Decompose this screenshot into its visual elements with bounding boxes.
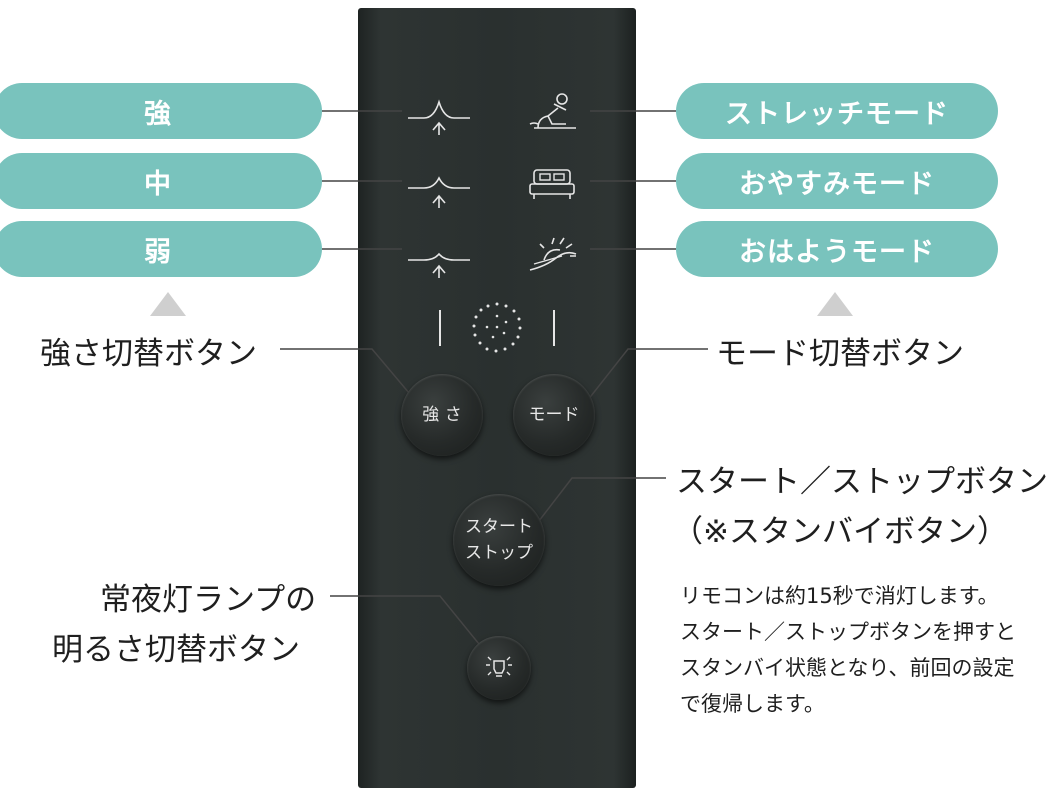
- intensity-switch-callout: 強さ切替ボタン: [40, 336, 257, 372]
- mid-wave-arrow-icon: [408, 176, 470, 208]
- intensity-weak-label: 弱: [0, 221, 322, 277]
- note-line-2: スタート／ストップボタンを押すと: [680, 620, 1016, 644]
- intensity-button[interactable]: 強 さ: [401, 374, 483, 456]
- dotted-circle-icon: [472, 302, 522, 353]
- lamp-button[interactable]: [467, 636, 531, 700]
- mode-wake-label: おはようモード: [676, 221, 998, 277]
- bed-icon: [529, 169, 575, 199]
- mode-button[interactable]: モード: [513, 374, 595, 456]
- up-triangle-left: [150, 292, 186, 316]
- start-stop-button-label-top: スタート: [465, 517, 533, 537]
- intensity-strong-label: 強: [0, 83, 322, 139]
- note-line-4: で復帰します。: [680, 692, 825, 716]
- start-stop-button[interactable]: スタート ストップ: [453, 494, 545, 586]
- intensity-button-label: 強 さ: [422, 405, 462, 425]
- lamp-callout-line1: 常夜灯ランプの: [100, 582, 317, 618]
- low-wave-arrow-icon: [408, 252, 470, 278]
- up-triangle-right: [817, 292, 853, 316]
- lamp-callout-line2: 明るさ切替ボタン: [52, 632, 300, 668]
- note-line-1: リモコンは約15秒で消灯します。: [680, 584, 999, 608]
- mode-sleep-label: おやすみモード: [676, 153, 998, 209]
- status-indicator: [439, 302, 555, 353]
- start-stop-callout-line1: スタート／ストップボタン: [676, 464, 1048, 500]
- high-wave-arrow-icon: [408, 99, 470, 135]
- mode-stretch-label: ストレッチモード: [676, 83, 998, 139]
- sunrise-icon: [529, 237, 577, 271]
- lamp-icon: [486, 656, 512, 677]
- intensity-medium-label: 中: [0, 153, 322, 209]
- mode-switch-callout: モード切替ボタン: [716, 336, 964, 372]
- mode-button-label: モード: [528, 405, 580, 425]
- note-line-3: スタンバイ状態となり、前回の設定: [680, 656, 1015, 680]
- start-stop-button-label-bottom: ストップ: [465, 543, 533, 563]
- auto-off-note: リモコンは約15秒で消灯します。 スタート／ストップボタンを押すと スタンバイ状…: [680, 578, 1060, 722]
- stretch-figure-icon: [529, 93, 576, 129]
- start-stop-callout-line2: （※スタンバイボタン）: [672, 514, 1008, 550]
